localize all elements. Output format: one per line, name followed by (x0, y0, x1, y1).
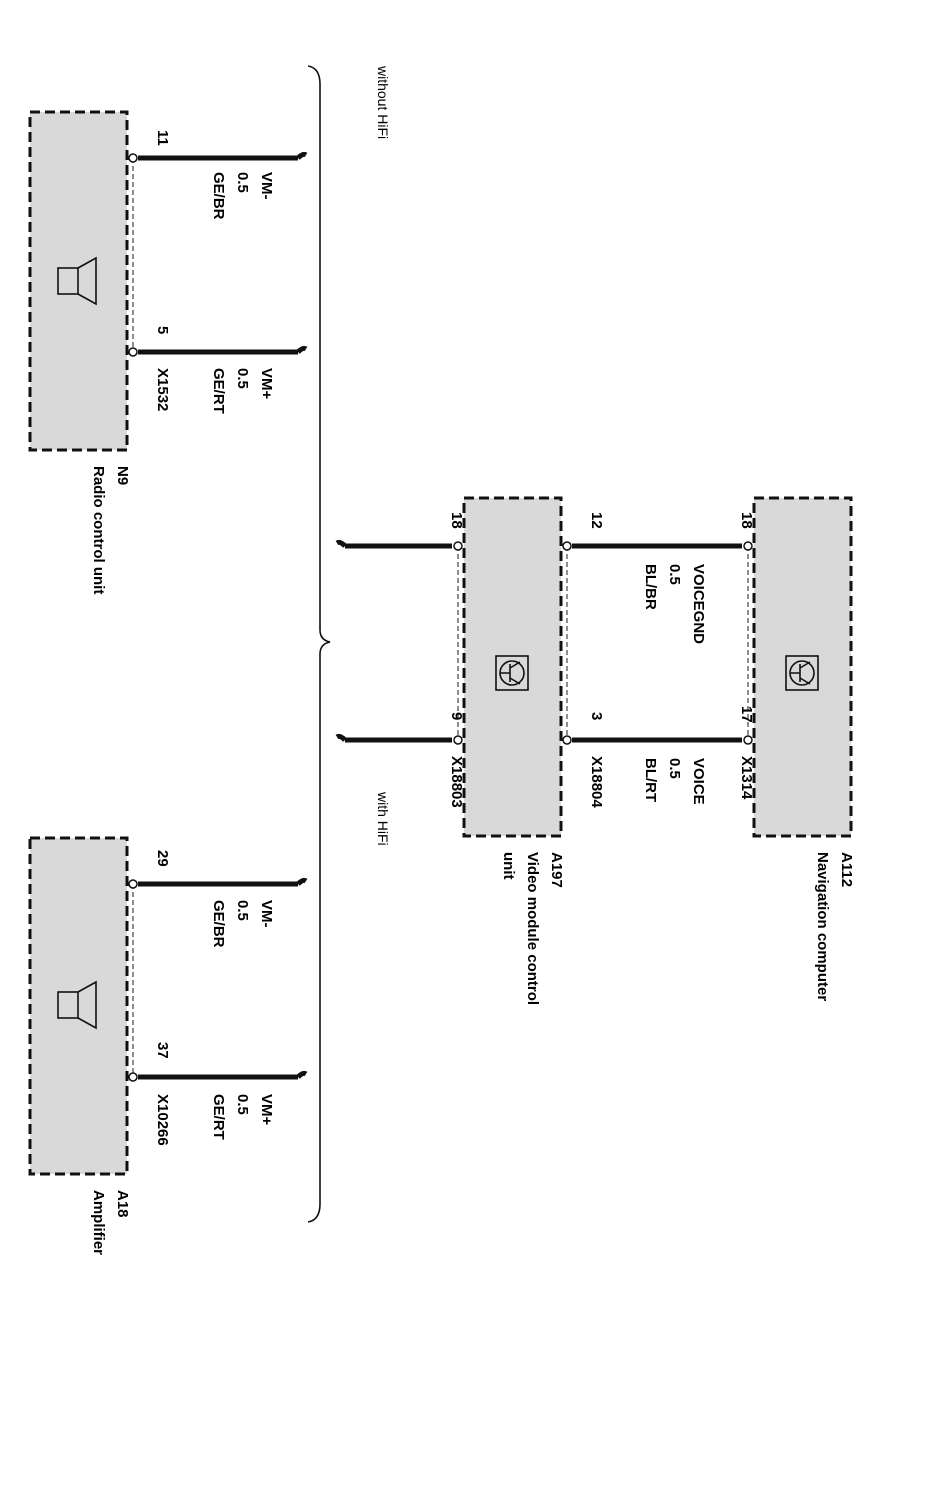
wire-voice-signal: VOICE (690, 758, 707, 805)
wire-voice-color: BL/RT (642, 758, 659, 802)
n9-wire1-color: GE/BR (210, 172, 227, 220)
a18-name: Amplifier (90, 1190, 107, 1255)
a18-pin-37: 37 (154, 1042, 171, 1059)
n9-wire1-signal: VM- (258, 172, 275, 200)
a18-wire1-color: GE/BR (210, 900, 227, 948)
wire-voice-size: 0.5 (666, 758, 683, 779)
a18-wire1-signal: VM- (258, 900, 275, 928)
n9-id: N9 (114, 466, 131, 485)
transistor-icon (785, 655, 819, 691)
a18-wire2-color: GE/RT (210, 1094, 227, 1140)
a197-id: A197 (548, 852, 565, 888)
transistor-icon (495, 655, 529, 691)
a18-id: A18 (114, 1190, 131, 1218)
n9-wire2-signal: VM+ (258, 368, 275, 400)
a18-connector: X10266 (154, 1094, 171, 1146)
n9-wire2-color: GE/RT (210, 368, 227, 414)
wire-voicegnd-color: BL/BR (642, 564, 659, 610)
a18-pin-29: 29 (154, 850, 171, 867)
a18-wire2-signal: VM+ (258, 1094, 275, 1126)
a197-pin-out-12: 12 (588, 512, 605, 529)
a18-wire2-size: 0.5 (234, 1094, 251, 1115)
component-a197: 18 9 12 3 X18803 X18804 A197 Video modul… (335, 496, 605, 1005)
a18-box (28, 836, 129, 1176)
a112-pin-18: 18 (738, 512, 755, 529)
a197-pin-in-9: 9 (448, 712, 465, 720)
a18-wire1-size: 0.5 (234, 900, 251, 921)
a197-name-line2: unit (500, 852, 517, 880)
n9-wire2-size: 0.5 (234, 368, 251, 389)
a112-name: Navigation computer (814, 852, 831, 1001)
nav-wires: VOICEGND 0.5 BL/BR VOICE 0.5 BL/RT (572, 543, 742, 805)
component-a112: 18 17 X1314 A112 Navigation computer (738, 496, 855, 1001)
component-a18: 29 37 VM- 0.5 GE/BR VM+ 0.5 GE/RT X10266… (28, 836, 308, 1255)
a112-connector: X1314 (738, 756, 755, 800)
n9-pin-5: 5 (154, 326, 171, 334)
a197-pin-in-18: 18 (448, 512, 465, 529)
n9-pin-11: 11 (154, 130, 171, 146)
component-n9: 11 5 VM- 0.5 GE/BR VM+ 0.5 GE/RT X1532 N… (28, 110, 308, 594)
wire-voicegnd-size: 0.5 (666, 564, 683, 585)
a197-connector-out: X18804 (588, 756, 605, 808)
speaker-icon (57, 980, 97, 1030)
a112-id: A112 (838, 852, 855, 887)
group-label-with-hifi: with HiFi (375, 791, 391, 846)
a197-pin-out-3: 3 (588, 712, 605, 720)
a197-name-line1: Video module control (524, 852, 541, 1005)
n9-name: Radio control unit (90, 466, 107, 594)
group-brace (307, 65, 331, 1223)
n9-wire1-size: 0.5 (234, 172, 251, 193)
n9-connector: X1532 (154, 368, 171, 411)
a197-connector-in: X18803 (448, 756, 465, 808)
group-label-without-hifi: without HiFi (375, 65, 391, 139)
wire-voicegnd-signal: VOICEGND (690, 564, 707, 644)
a112-pin-17: 17 (738, 706, 755, 723)
speaker-icon (57, 256, 97, 306)
